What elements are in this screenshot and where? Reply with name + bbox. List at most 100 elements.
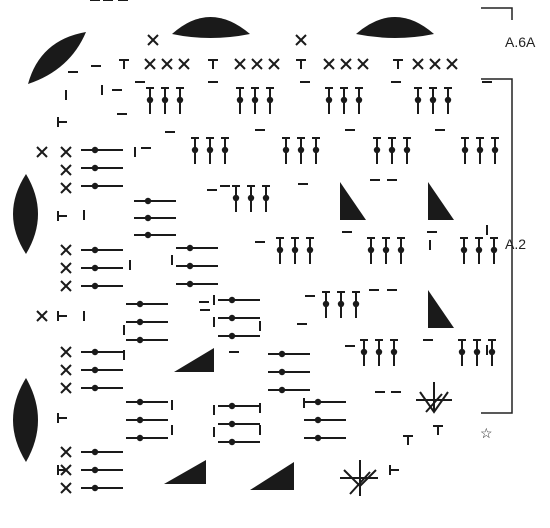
treble-dot — [352, 300, 360, 308]
petal — [172, 17, 250, 38]
filled-triangle — [340, 182, 366, 220]
treble-dot — [91, 484, 99, 492]
cross-stitch — [36, 146, 48, 158]
star-symbol: ☆ — [480, 425, 493, 441]
treble-dot — [491, 146, 499, 154]
cross-stitch — [234, 58, 246, 70]
fan-stitch — [340, 460, 378, 496]
cross-stitch — [161, 58, 173, 70]
treble-dot — [403, 146, 411, 154]
treble-dot — [325, 96, 333, 104]
treble-dot — [375, 348, 383, 356]
treble-dot — [91, 146, 99, 154]
tee-side-stitch — [389, 465, 399, 475]
cross-stitch — [60, 482, 72, 494]
treble-dot — [136, 318, 144, 326]
treble-dot — [337, 300, 345, 308]
treble-dot — [144, 231, 152, 239]
filled-triangle — [428, 182, 454, 220]
petal — [28, 32, 86, 84]
treble-dot — [191, 146, 199, 154]
treble-dot — [91, 164, 99, 172]
bracket-a6a — [481, 7, 513, 414]
tee-side-stitch — [57, 211, 67, 221]
treble-dot — [228, 296, 236, 304]
tee-side-stitch — [57, 413, 67, 423]
treble-dot — [186, 244, 194, 252]
treble-dot — [262, 194, 270, 202]
cross-stitch — [268, 58, 280, 70]
tee-stitch — [393, 59, 403, 69]
treble-dot — [382, 246, 390, 254]
treble-dot — [228, 420, 236, 428]
label-a6a: A.6A — [505, 34, 536, 50]
treble-dot — [388, 146, 396, 154]
cross-stitch — [357, 58, 369, 70]
treble-dot — [136, 398, 144, 406]
treble-dot — [314, 398, 322, 406]
treble-dot — [228, 314, 236, 322]
treble-dot — [186, 262, 194, 270]
treble-dot — [490, 246, 498, 254]
treble-dot — [266, 96, 274, 104]
tee-stitch — [296, 59, 306, 69]
treble-dot — [91, 264, 99, 272]
treble-dot — [476, 146, 484, 154]
treble-dot — [251, 96, 259, 104]
treble-dot — [228, 402, 236, 410]
treble-dot — [228, 438, 236, 446]
treble-dot — [461, 146, 469, 154]
treble-dot — [176, 96, 184, 104]
cross-stitch — [60, 146, 72, 158]
cross-stitch — [60, 182, 72, 194]
treble-dot — [278, 386, 286, 394]
treble-dot — [91, 182, 99, 190]
treble-dot — [473, 348, 481, 356]
petal — [13, 174, 38, 254]
label-a2: A.2 — [505, 236, 526, 252]
treble-dot — [146, 96, 154, 104]
filled-triangle — [428, 290, 454, 328]
treble-dot — [144, 214, 152, 222]
cross-stitch — [60, 364, 72, 376]
cross-stitch — [340, 58, 352, 70]
treble-dot — [136, 416, 144, 424]
petal — [356, 17, 434, 38]
cross-stitch — [60, 262, 72, 274]
cross-stitch — [178, 58, 190, 70]
treble-dot — [206, 146, 214, 154]
filled-triangle — [250, 462, 294, 490]
filled-triangle — [174, 348, 214, 372]
cross-stitch — [36, 310, 48, 322]
cross-stitch — [323, 58, 335, 70]
treble-dot — [360, 348, 368, 356]
tee-side-stitch — [57, 117, 67, 127]
cross-stitch — [60, 244, 72, 256]
tee-side-stitch — [57, 311, 67, 321]
treble-dot — [186, 280, 194, 288]
treble-dot — [297, 146, 305, 154]
treble-dot — [414, 96, 422, 104]
petal — [13, 378, 38, 462]
treble-dot — [322, 300, 330, 308]
treble-dot — [355, 96, 363, 104]
tee-stitch — [433, 425, 443, 435]
treble-dot — [91, 282, 99, 290]
treble-dot — [282, 146, 290, 154]
treble-dot — [488, 348, 496, 356]
treble-dot — [228, 332, 236, 340]
treble-dot — [161, 96, 169, 104]
treble-dot — [291, 246, 299, 254]
treble-dot — [91, 366, 99, 374]
cross-stitch — [295, 34, 307, 46]
treble-dot — [367, 246, 375, 254]
treble-dot — [136, 434, 144, 442]
tee-stitch — [403, 435, 413, 445]
treble-dot — [314, 434, 322, 442]
treble-dot — [247, 194, 255, 202]
treble-dot — [232, 194, 240, 202]
treble-dot — [306, 246, 314, 254]
cross-stitch — [412, 58, 424, 70]
